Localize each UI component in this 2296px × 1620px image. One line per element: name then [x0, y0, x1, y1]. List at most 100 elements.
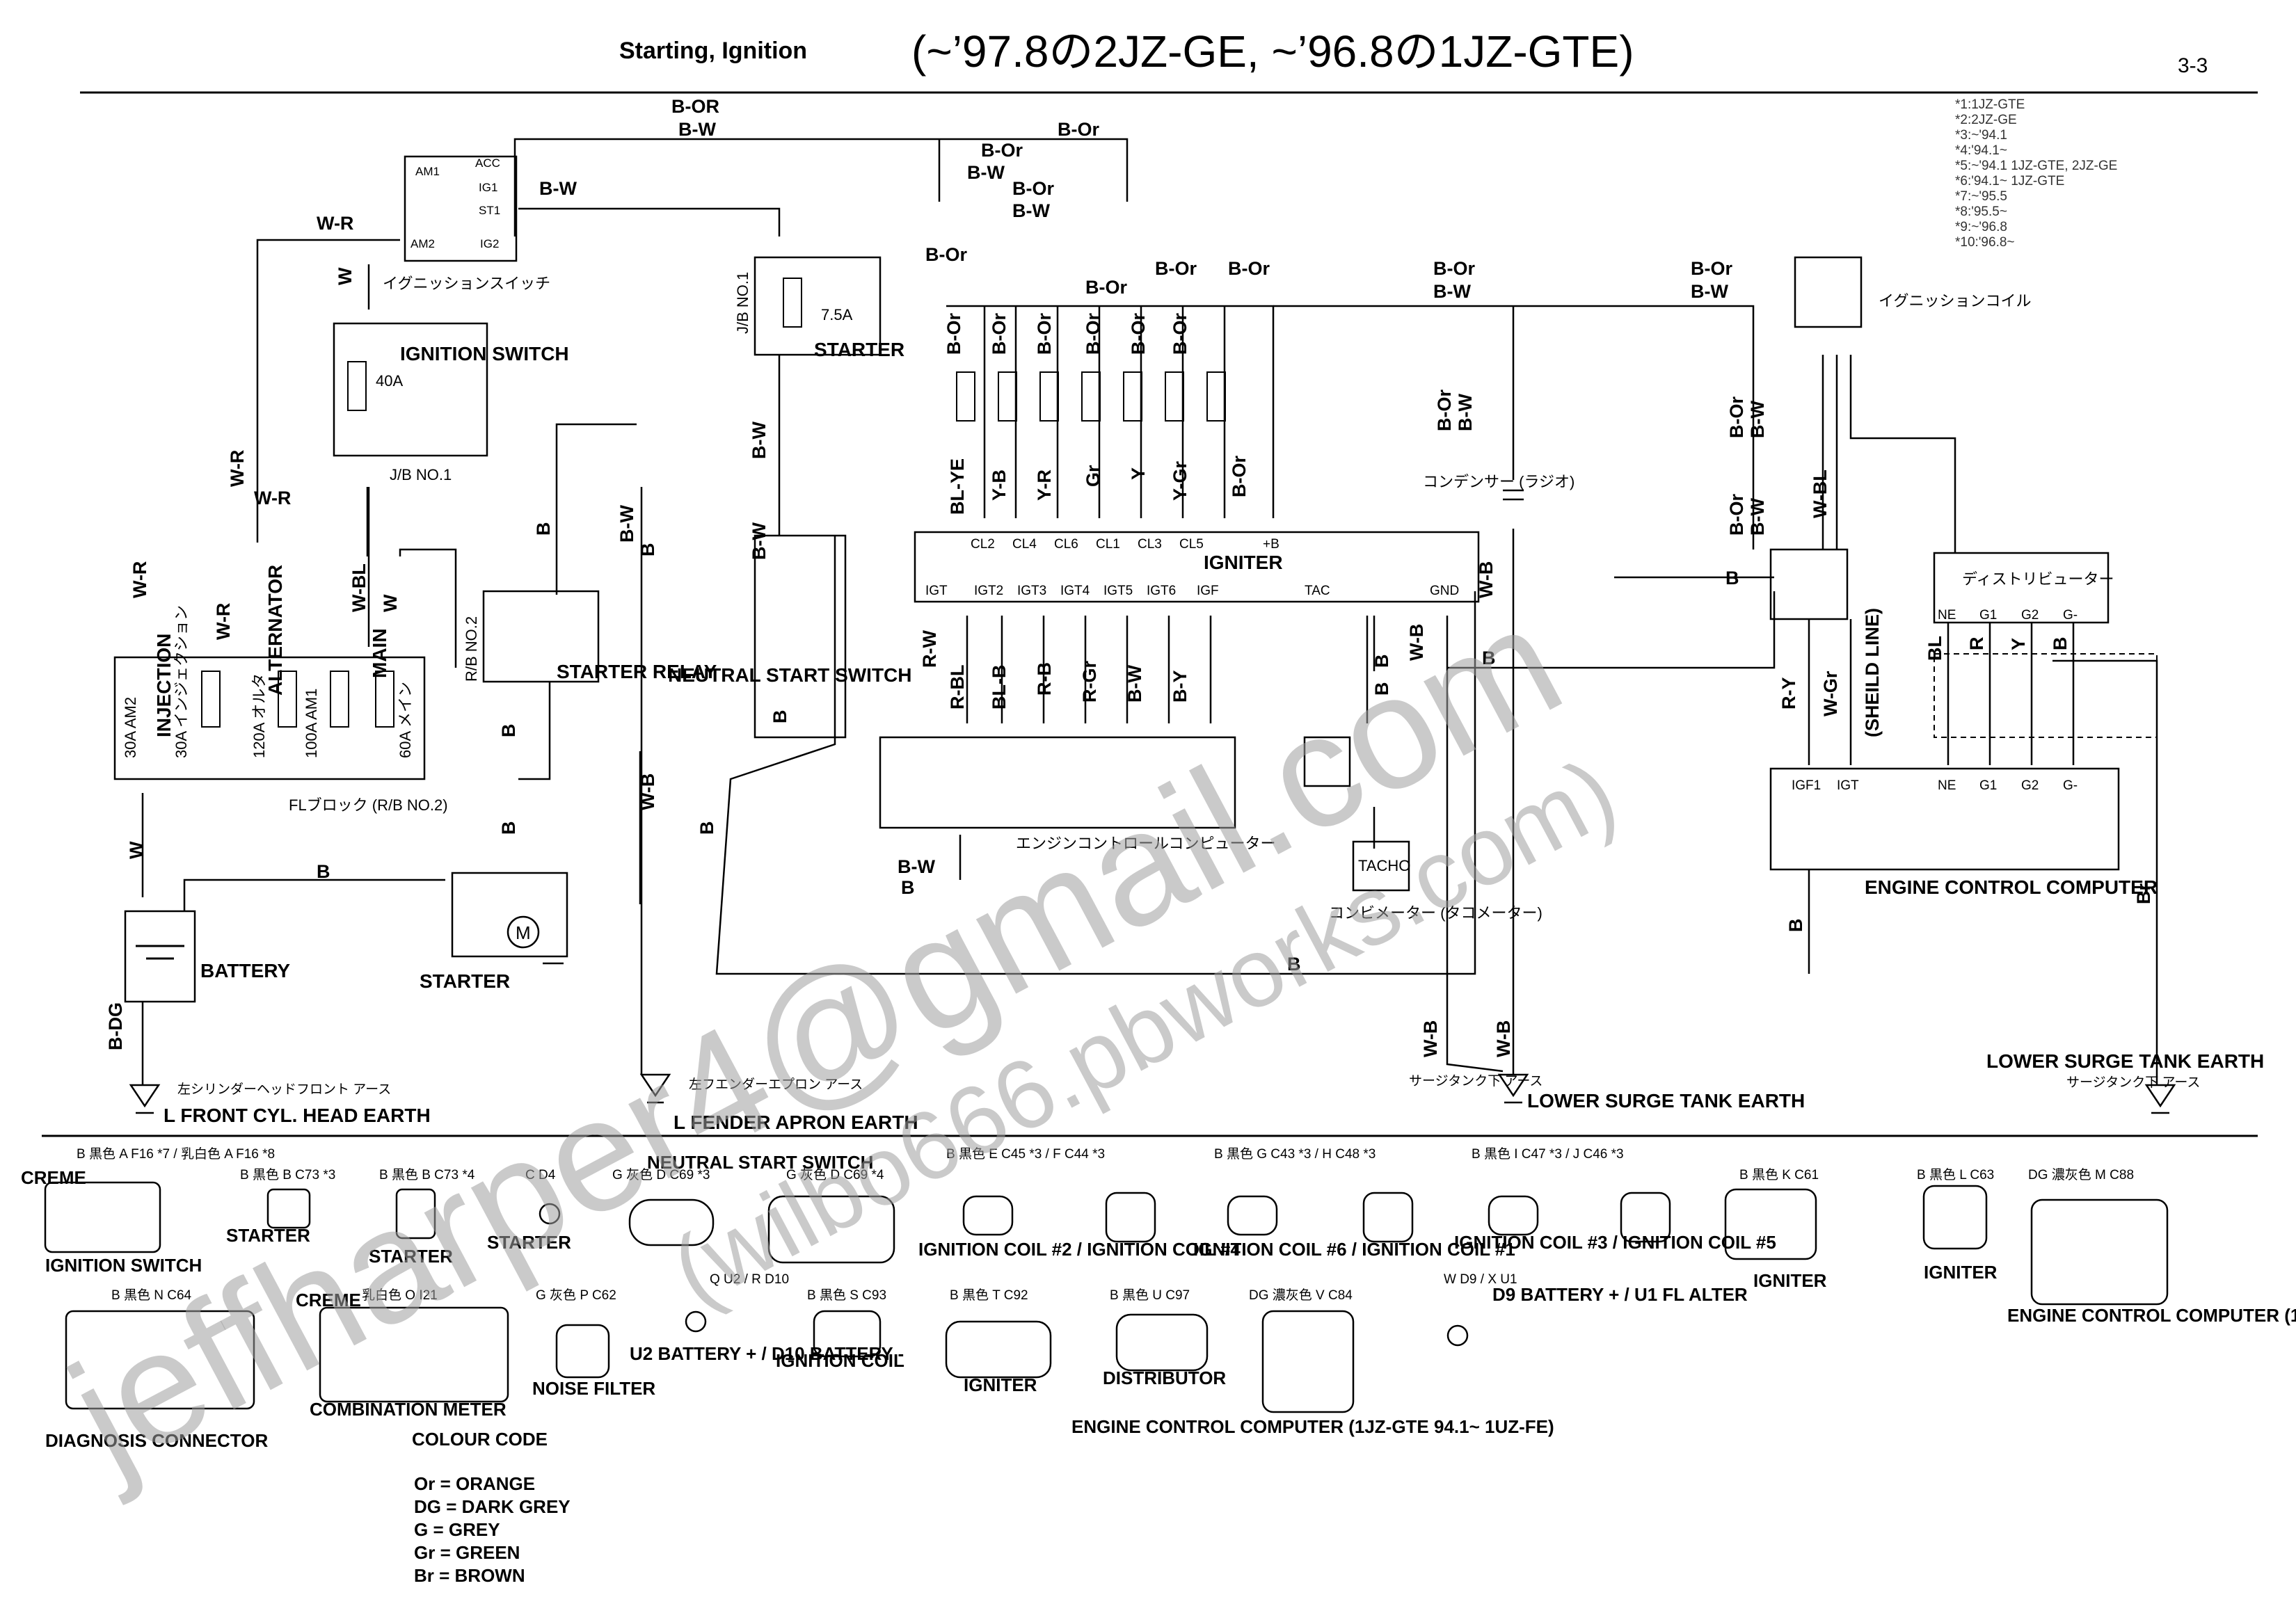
wire-label: W-R [317, 213, 353, 234]
wire-label: B [533, 522, 554, 536]
wire-label: B-W [539, 178, 577, 199]
igniter-pin: GND [1430, 584, 1459, 598]
ground-jp: サージタンク下 アース [2066, 1075, 2200, 1090]
wire-label: W-R [213, 603, 234, 640]
wire-label: B [1371, 682, 1392, 696]
wire-label: B-W [1433, 281, 1471, 302]
connector-name: NOISE FILTER [532, 1378, 655, 1399]
wire-label: B-Or [1691, 258, 1732, 279]
starter-motor-box [451, 872, 568, 958]
connector-name: STARTER [487, 1232, 571, 1253]
connector-shape [319, 1306, 509, 1403]
wire-label: Y-B [989, 470, 1010, 501]
wire-label: R-BL [947, 665, 968, 709]
wire-label: Y [1128, 467, 1149, 480]
wire-label: B-Or [1433, 258, 1475, 279]
connector-legend [44, 1181, 2169, 1413]
igniter-pin: IGT [925, 584, 948, 598]
dist-pin: G1 [1979, 608, 1997, 623]
igniter-pin: IGT2 [974, 584, 1003, 598]
fuse-7.5a [783, 278, 802, 328]
wire-label: B [770, 710, 790, 724]
wire-label: W-B [1420, 1020, 1441, 1057]
connector-code: DG 濃灰色 M C88 [2028, 1167, 2134, 1182]
colour-code-item: Or = ORANGE [414, 1473, 535, 1494]
igniter-pin: +B [1263, 537, 1279, 552]
dist-pin: NE [1938, 608, 1956, 623]
wire-label: W-R [254, 488, 291, 508]
wire-label: W [126, 841, 147, 859]
coil-symbol [956, 371, 975, 422]
connector-name: IGNITER [1924, 1262, 1998, 1283]
igniter-pin: CL6 [1054, 537, 1078, 552]
distributor-box [1933, 552, 2110, 624]
connector-code: B 黒色 K C61 [1739, 1167, 1819, 1182]
connector-code: B 黒色 B C73 *3 [240, 1167, 335, 1182]
ground-label-surge-2: LOWER SURGE TANK EARTH [1986, 1050, 2264, 1072]
wire-label: B-Or [1083, 313, 1103, 355]
wire-label: B-W [1691, 281, 1728, 302]
wire-label: W-BL [349, 563, 369, 612]
wire-label: W-B [637, 773, 658, 810]
fuse-100a [330, 671, 349, 728]
connector-shape [767, 1195, 895, 1264]
connector-code: G 灰色 D C69 *3 [612, 1167, 710, 1182]
wire-label: Gr [1083, 465, 1103, 487]
wire-label: W-B [1493, 1020, 1514, 1057]
distributor-jp: ディストリビューター [1962, 570, 2114, 588]
connector-code: B 黒色 T C92 [950, 1288, 1028, 1303]
tacho-box [1352, 840, 1410, 892]
tacho-label: TACHO [1358, 857, 1410, 874]
connector-name: STARTER [369, 1246, 453, 1267]
wire-label: B-DG [105, 1002, 126, 1050]
wire-label: B-Or [1058, 119, 1099, 140]
connector-code: DG 濃灰色 V C84 [1249, 1288, 1353, 1303]
ignition-switch-contacts [404, 155, 518, 262]
wire-label: B-Or [1012, 178, 1054, 199]
ground-label-fender: L FENDER APRON EARTH [673, 1112, 918, 1133]
pin-acc: ACC [475, 157, 500, 170]
wire-label: W [380, 594, 401, 612]
wire-label: B-W [678, 119, 716, 140]
ign-fuse-value: 40A [376, 372, 403, 390]
fuse-symbols [201, 278, 1226, 728]
wire-label: B-W [967, 162, 1005, 183]
note-line: *5:~'94.1 1JZ-GTE, 2JZ-GE [1955, 159, 2117, 173]
starter-motor-symbol [507, 915, 540, 949]
ecu-pin: G- [2063, 778, 2078, 793]
connector-shape [555, 1324, 610, 1379]
wire-label: B [901, 877, 915, 898]
ground-jp: サージタンク下 アース [1409, 1073, 1542, 1089]
wire-label: B-W [749, 422, 770, 459]
connector-shape [1115, 1313, 1209, 1372]
page-title: Starting, Ignition [619, 38, 807, 64]
ignition-switch-label: IGNITION SWITCH [400, 343, 569, 364]
fuse-60a: 60A メイン [397, 682, 414, 758]
coil-symbol [1165, 371, 1184, 422]
injection-label: INJECTION [153, 634, 175, 737]
fuse-120a [278, 671, 297, 728]
colour-code-item: G = GREY [414, 1519, 500, 1540]
motor-m: M [516, 922, 531, 943]
connector-code: B 黒色 N C64 [111, 1288, 192, 1303]
connector-name: IGNITER [1753, 1270, 1827, 1291]
connector-name: ENGINE CONTROL COMPUTER (1JZ-GTE) [2007, 1305, 2296, 1326]
ecu-pin: IGT [1837, 778, 1859, 793]
fuse-100a: 100A AM1 [303, 689, 320, 758]
wire-label: B-Or [1034, 313, 1055, 355]
ground-symbol [2144, 1084, 2176, 1108]
rb2-vertical: R/B NO.2 [463, 616, 480, 682]
wire-label: B [637, 543, 658, 557]
jb1-40a-fuse-block [333, 322, 488, 457]
connector-code: B 黒色 S C93 [807, 1288, 886, 1303]
connector-shape [1488, 1195, 1539, 1236]
wire-label: W-B [1406, 624, 1427, 661]
connector-shape [44, 1181, 161, 1253]
wire-label: W-R [129, 561, 150, 598]
ecu-pin: NE [1938, 778, 1956, 793]
fuse-120a: 120A オルタ [250, 673, 268, 758]
neutral-start-label: NEUTRAL START SWITCH [668, 664, 912, 686]
ig-minus-box [1303, 736, 1351, 787]
ecu-center-box [879, 736, 1236, 829]
